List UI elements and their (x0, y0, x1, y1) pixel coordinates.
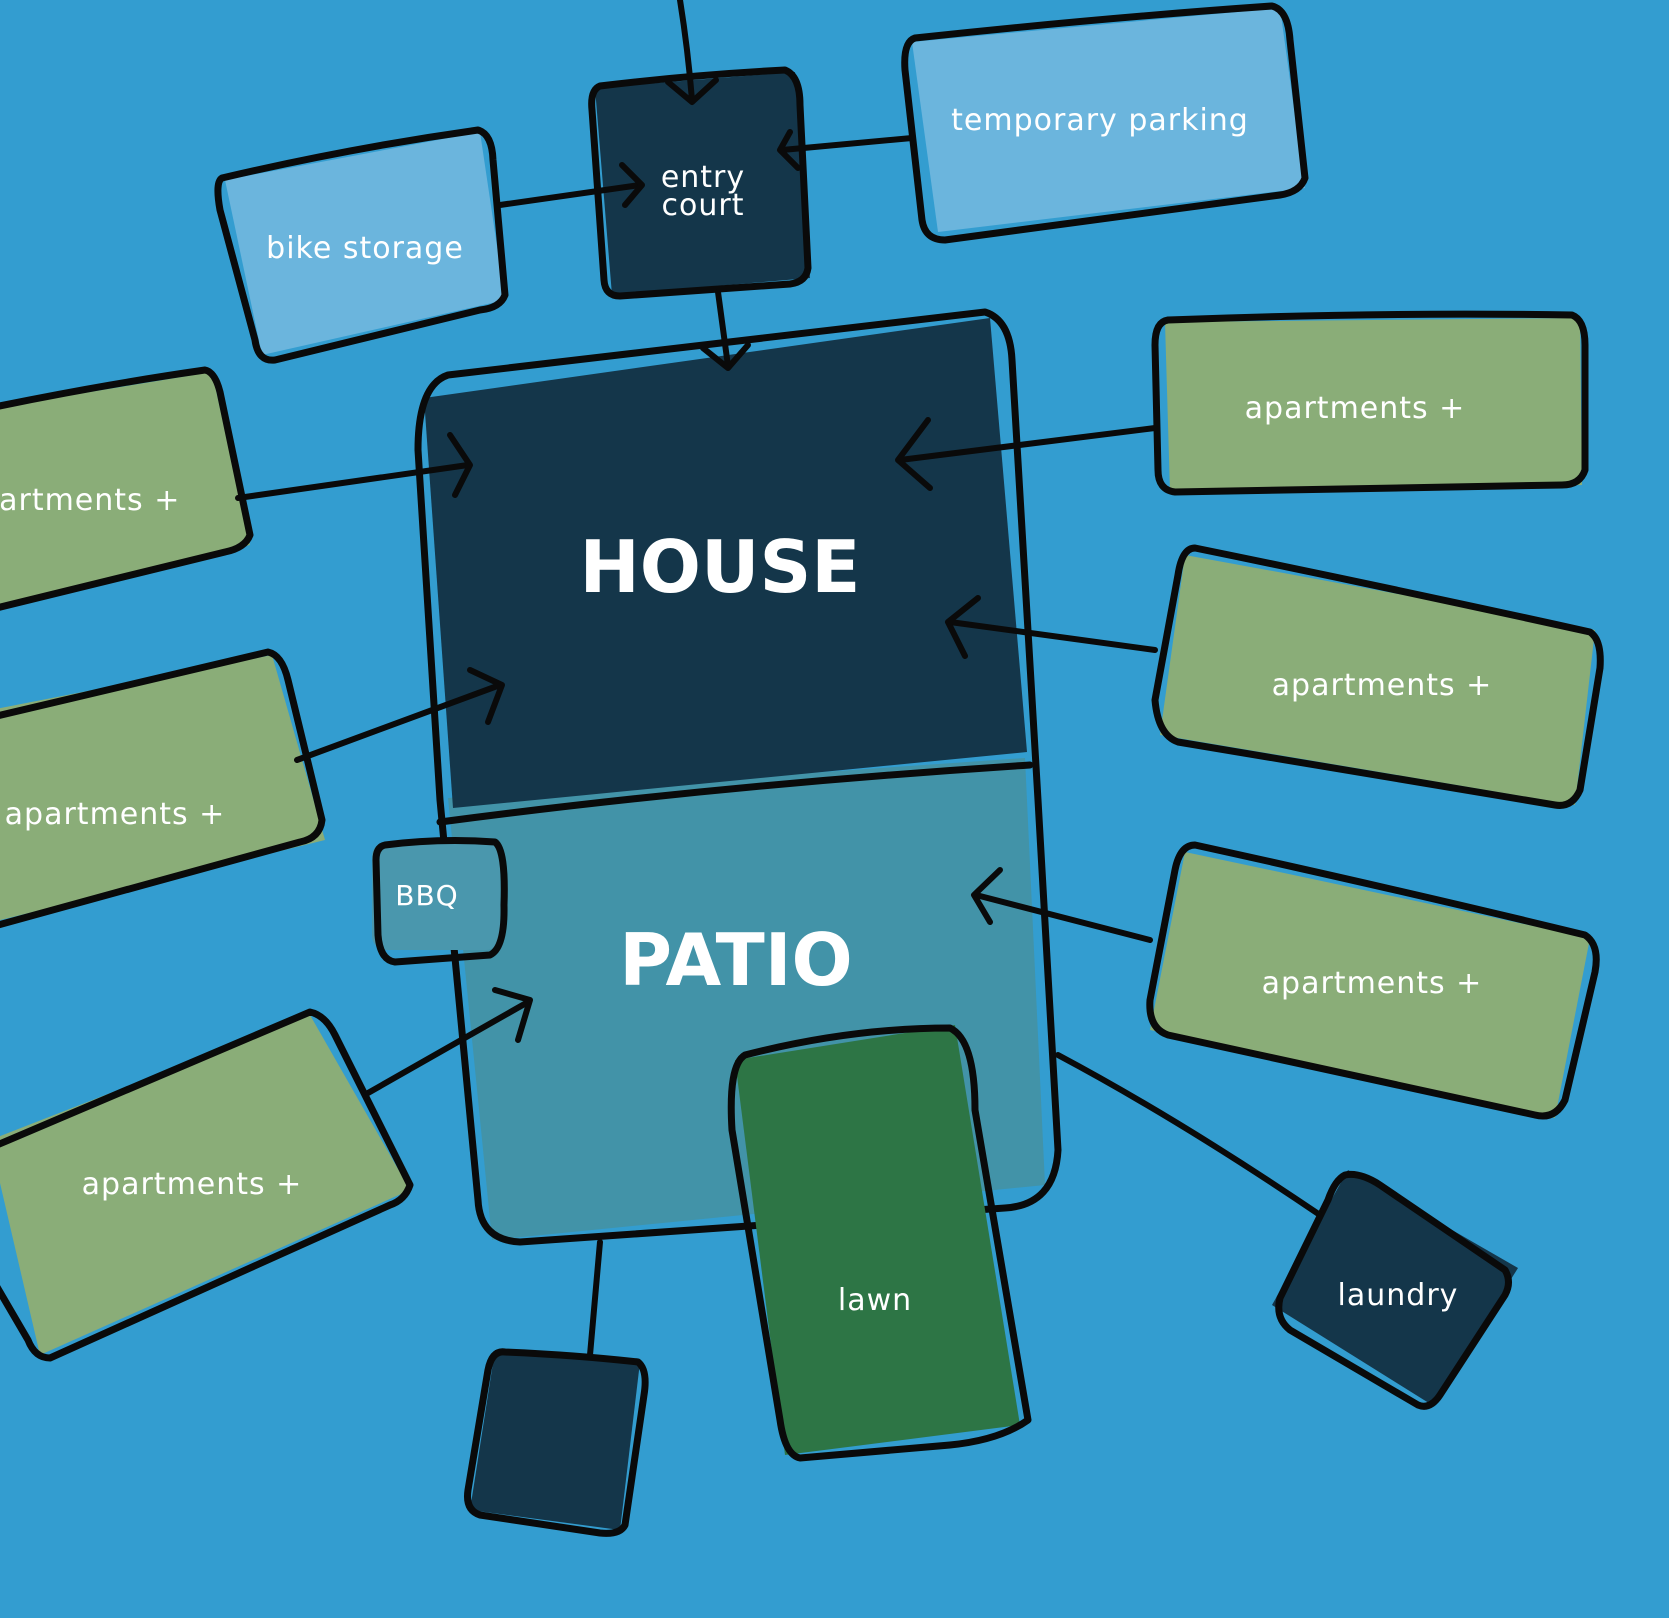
apartments-right-2-label: apartments + (1272, 668, 1493, 703)
arrowhead-parking-entry (777, 129, 801, 171)
connector-apt-right-2-to-house (947, 619, 1158, 653)
lawn-node (727, 1024, 1032, 1462)
lawn-label: lawn (838, 1283, 912, 1318)
arrowhead-apt-left-3 (492, 987, 533, 1043)
connector-apt-right-1-to-house (897, 425, 1158, 463)
bike-storage-label: bike storage (266, 231, 464, 266)
apartments-right-1-node (1151, 310, 1589, 496)
apartments-right-2-node (1151, 544, 1604, 809)
connector-apt-right-3-to-patio (973, 892, 1153, 943)
apartments-left-1-label: apartments + (0, 483, 180, 518)
connector-apt-left-2-to-house (294, 682, 503, 763)
bbq-node (372, 837, 508, 966)
house-node (424, 318, 1027, 808)
apartments-left-2-node (0, 648, 326, 929)
arrowhead-apt-right-3 (971, 867, 1003, 925)
bbq-label: BBQ (395, 879, 458, 912)
apartments-right-3-node (1146, 841, 1600, 1120)
laundry-label: laundry (1338, 1278, 1459, 1313)
unlabeled-square-node (464, 1348, 649, 1537)
arrowhead-apt-left-2 (467, 667, 505, 725)
temporary-parking-label: temporary parking (951, 103, 1249, 138)
connector-patio-to-laundry (1055, 1052, 1323, 1218)
connector-apt-left-3-to-patio (365, 999, 531, 1096)
apartments-right-3-label: apartments + (1262, 966, 1483, 1001)
connector-entry-to-house (715, 289, 731, 369)
apartments-left-3-node (0, 1008, 414, 1362)
apartments-left-1-node (0, 366, 254, 611)
house-patio-divider (436, 761, 1034, 826)
house-label: HOUSE (580, 525, 861, 609)
apartments-right-1-label: apartments + (1245, 391, 1466, 426)
connector-top-to-entry (677, 0, 695, 103)
arrowhead-apt-left-1 (447, 432, 473, 498)
arrowhead-apt-right-1 (895, 417, 933, 491)
entry-court-label-line2: court (662, 188, 745, 223)
arrowhead-entry-house (700, 342, 751, 371)
bike-storage-node (214, 126, 509, 364)
laundry-node (1272, 1170, 1518, 1410)
connector-parking-to-entry (779, 135, 915, 153)
arrowhead-bike-entry (619, 162, 645, 208)
connector-patio-to-square (587, 1239, 603, 1358)
arrowhead-apt-right-2 (945, 595, 981, 659)
arrowhead-entry-top (665, 77, 719, 105)
apartments-left-2-label: apartments + (5, 797, 226, 832)
connector-apt-left-1-to-house (235, 462, 471, 501)
house-patio-outline (414, 308, 1062, 1246)
apartments-left-3-label: apartments + (82, 1167, 303, 1202)
entry-court-node (588, 66, 812, 300)
patio-label: PATIO (619, 918, 852, 1002)
temporary-parking-node (901, 2, 1309, 244)
entry-court-label-line1: entry (661, 160, 745, 195)
connector-bike-to-entry (497, 182, 643, 208)
